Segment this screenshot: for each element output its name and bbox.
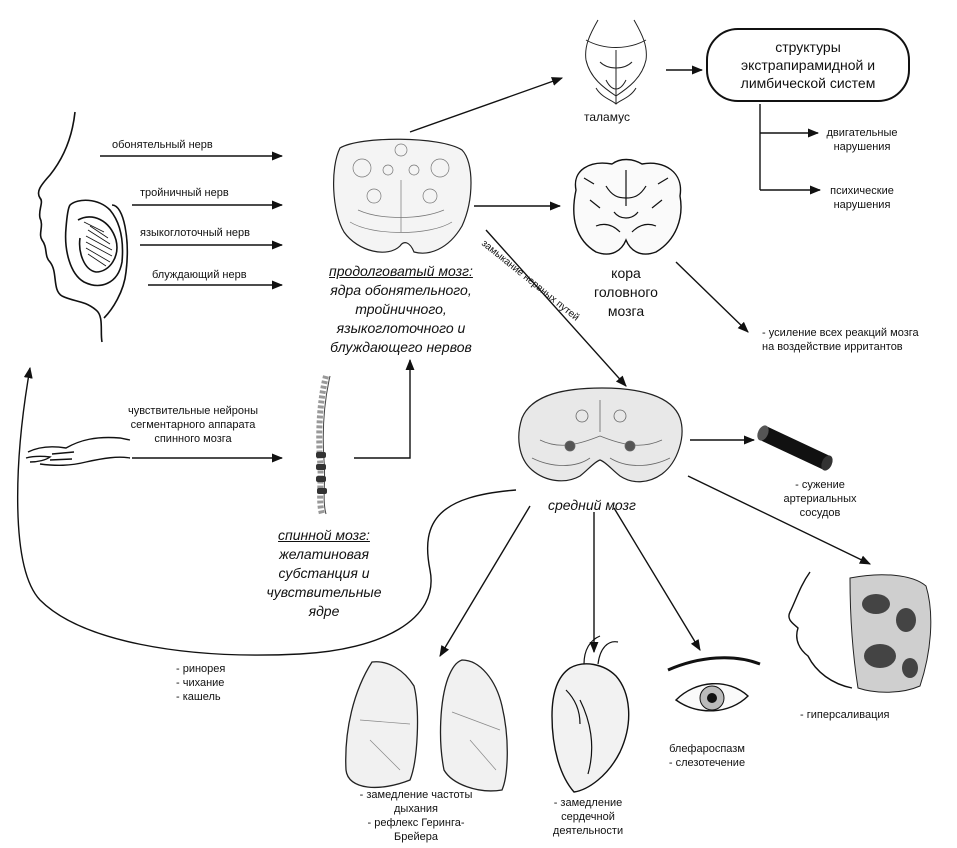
midbrain-illustration — [519, 388, 682, 482]
spinal-line-3: чувствительные — [256, 583, 392, 602]
vessels-line-2: артериальных — [770, 492, 870, 506]
spinal-line-4: ядре — [256, 602, 392, 621]
arrow-midbrain-eye — [614, 508, 700, 650]
heart-line-1: - замедление — [538, 796, 638, 810]
arrow-spinal-medulla — [354, 360, 410, 458]
lungs-illustration — [346, 660, 508, 791]
thalamus-label: таламус — [584, 110, 630, 124]
vessels-line-3: сосудов — [770, 506, 870, 520]
cortex-line-3: мозга — [588, 302, 664, 321]
structures-line-3: лимбической систем — [741, 74, 876, 92]
heart-effects-label: - замедление сердечной деятельности — [538, 796, 638, 838]
heart-illustration — [552, 636, 629, 792]
lungs-line-1: - замедление частоты — [346, 788, 486, 802]
medulla-illustration — [334, 139, 471, 253]
nose-line-3: - кашель — [176, 690, 225, 704]
heart-line-3: деятельности — [538, 824, 638, 838]
nerve-olfactory-label: обонятельный нерв — [112, 138, 213, 152]
motor-line-2: нарушения — [822, 140, 902, 154]
medulla-line-3: языкоглоточного и — [306, 319, 496, 338]
medulla-label: продолговатый мозг: ядра обонятельного, … — [306, 262, 496, 357]
spinal-line-2: субстанция и — [256, 564, 392, 583]
nerve-vagus-label: блуждающий нерв — [152, 268, 247, 282]
nose-line-2: - чихание — [176, 676, 225, 690]
sensory-line-3: спинного мозга — [108, 432, 278, 446]
structures-line-2: экстрапирамидной и — [741, 56, 876, 74]
sensory-neurons-label: чувствительные нейроны сегментарного апп… — [108, 404, 278, 446]
vessels-line-1: - сужение — [770, 478, 870, 492]
brain-cortex-illustration — [574, 160, 681, 255]
psychic-disorders-label: психические нарушения — [822, 184, 902, 212]
cortex-effect-line-2: на воздействие ирритантов — [762, 340, 919, 354]
medulla-line-2: тройничного, — [306, 300, 496, 319]
salivary-face-illustration — [789, 572, 931, 692]
artery-illustration — [755, 424, 835, 473]
cortex-effect-label: - усиление всех реакций мозга на воздейс… — [762, 326, 919, 354]
eye-line-2: - слезотечение — [652, 756, 762, 770]
arrow-midbrain-lungs — [440, 506, 530, 656]
sensory-line-2: сегментарного аппарата — [108, 418, 278, 432]
cortex-effect-line-1: - усиление всех реакций мозга — [762, 326, 919, 340]
heart-line-2: сердечной — [538, 810, 638, 824]
saliva-effect-label: - гиперсаливация — [800, 708, 890, 722]
lungs-effects-label: - замедление частоты дыхания - рефлекс Г… — [346, 788, 486, 844]
spinal-cord-illustration — [316, 376, 330, 514]
spinal-title: спинной мозг: — [256, 526, 392, 545]
eye-line-1: блефароспазм — [652, 742, 762, 756]
lungs-line-4: Брейера — [346, 830, 486, 844]
arrow-medulla-thalamus — [410, 78, 562, 132]
medulla-title: продолговатый мозг: — [306, 262, 496, 281]
thalamus-illustration — [586, 20, 647, 104]
vessels-label: - сужение артериальных сосудов — [770, 478, 870, 520]
psychic-line-1: психические — [822, 184, 902, 198]
structures-line-1: структуры — [741, 38, 876, 56]
cortex-label: кора головного мозга — [588, 264, 664, 321]
lungs-line-2: дыхания — [346, 802, 486, 816]
spinal-cord-label: спинной мозг: желатиновая субстанция и ч… — [256, 526, 392, 621]
motor-disorders-label: двигательные нарушения — [822, 126, 902, 154]
motor-line-1: двигательные — [822, 126, 902, 140]
arrow-cortex-effect — [676, 262, 748, 332]
cortex-line-1: кора — [588, 264, 664, 283]
nose-line-1: - ринорея — [176, 662, 225, 676]
psychic-line-2: нарушения — [822, 198, 902, 212]
nerve-trigeminal-label: тройничный нерв — [140, 186, 229, 200]
medulla-line-4: блуждающего нервов — [306, 338, 496, 357]
nose-effects-label: - ринорея - чихание - кашель — [176, 662, 225, 704]
nerve-glossopharyngeal-label: языкоглоточный нерв — [140, 226, 250, 240]
eye-illustration — [668, 658, 760, 711]
cortex-line-2: головного — [588, 283, 664, 302]
structures-box: структуры экстрапирамидной и лимбической… — [706, 28, 910, 102]
midbrain-label: средний мозг — [548, 496, 636, 515]
spinal-line-1: желатиновая — [256, 545, 392, 564]
sensory-line-1: чувствительные нейроны — [108, 404, 278, 418]
eye-effects-label: блефароспазм - слезотечение — [652, 742, 762, 770]
lungs-line-3: - рефлекс Геринга- — [346, 816, 486, 830]
medulla-line-1: ядра обонятельного, — [306, 281, 496, 300]
